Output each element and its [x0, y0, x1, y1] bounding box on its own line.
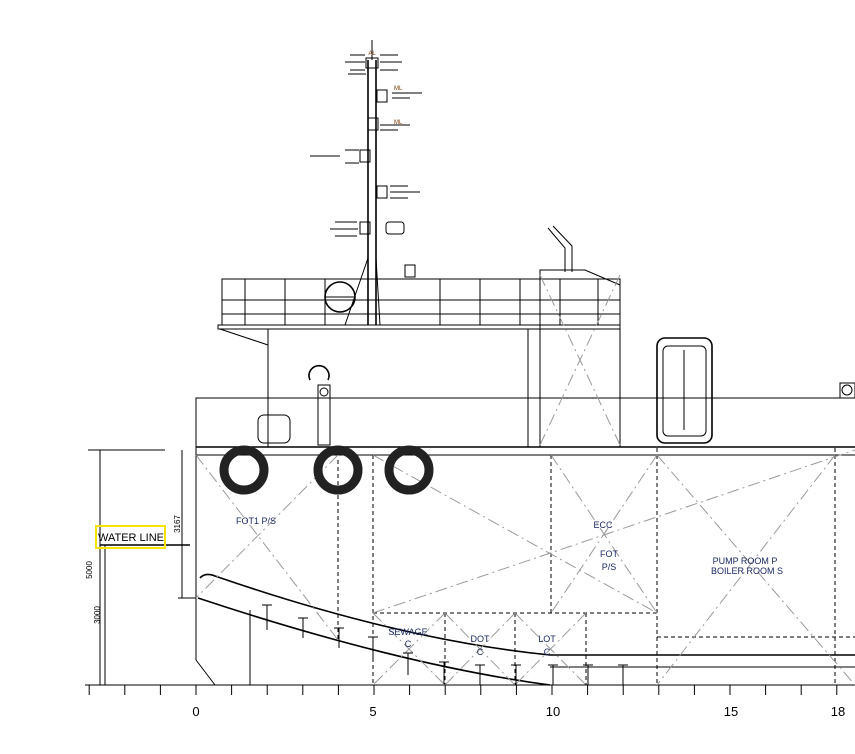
fenders — [219, 445, 434, 495]
svg-text:WATER LINE: WATER LINE — [98, 532, 164, 544]
label-lot: LOT — [538, 634, 556, 644]
funnel — [539, 225, 621, 447]
label-dot: DOT — [471, 634, 491, 644]
water-line-label: WATER LINE — [95, 525, 166, 549]
tick-label: 0 — [192, 704, 199, 719]
compartment-labels: FOT1 P/S ECC FOT P/S PUMP ROOM P BOILER … — [236, 516, 783, 657]
wheelhouse — [217, 278, 621, 447]
label-ecc: ECC — [593, 520, 613, 530]
tick-label: 10 — [546, 704, 560, 719]
label-fot-ps: P/S — [602, 562, 617, 572]
mast-light-ml: ML — [394, 120, 403, 126]
label-boiler-room: BOILER ROOM S — [711, 566, 783, 576]
label-fot: FOT — [600, 549, 618, 559]
depth-dimension: 5000 — [85, 561, 94, 579]
tick-label: 5 — [369, 704, 376, 719]
label-sewage: SEWAGE — [388, 627, 427, 637]
frame-axis: 0 5 10 15 18 — [85, 684, 855, 719]
compartments — [195, 448, 855, 686]
mast-light-al: AL — [368, 51, 376, 57]
draft-dimension: 3000 — [93, 606, 102, 624]
label-pump-room: PUMP ROOM P — [713, 556, 778, 566]
tick-label: 18 — [831, 704, 845, 719]
deck-equipment — [257, 264, 855, 446]
mast-light-ml: ML — [394, 86, 403, 92]
stiffeners — [262, 604, 628, 685]
hull — [195, 397, 855, 686]
label-fot1: FOT1 P/S — [236, 516, 276, 526]
mast: AL ML ML — [310, 40, 422, 326]
life-raft-door — [656, 337, 713, 444]
label-sewage-c: C — [405, 639, 412, 649]
label-dot-c: C — [477, 647, 484, 657]
label-lot-c: C — [544, 647, 551, 657]
freeboard-dimension: 3167 — [173, 515, 182, 533]
dimension-lines: 5000 3000 3167 — [85, 449, 196, 685]
tick-label: 15 — [724, 704, 738, 719]
